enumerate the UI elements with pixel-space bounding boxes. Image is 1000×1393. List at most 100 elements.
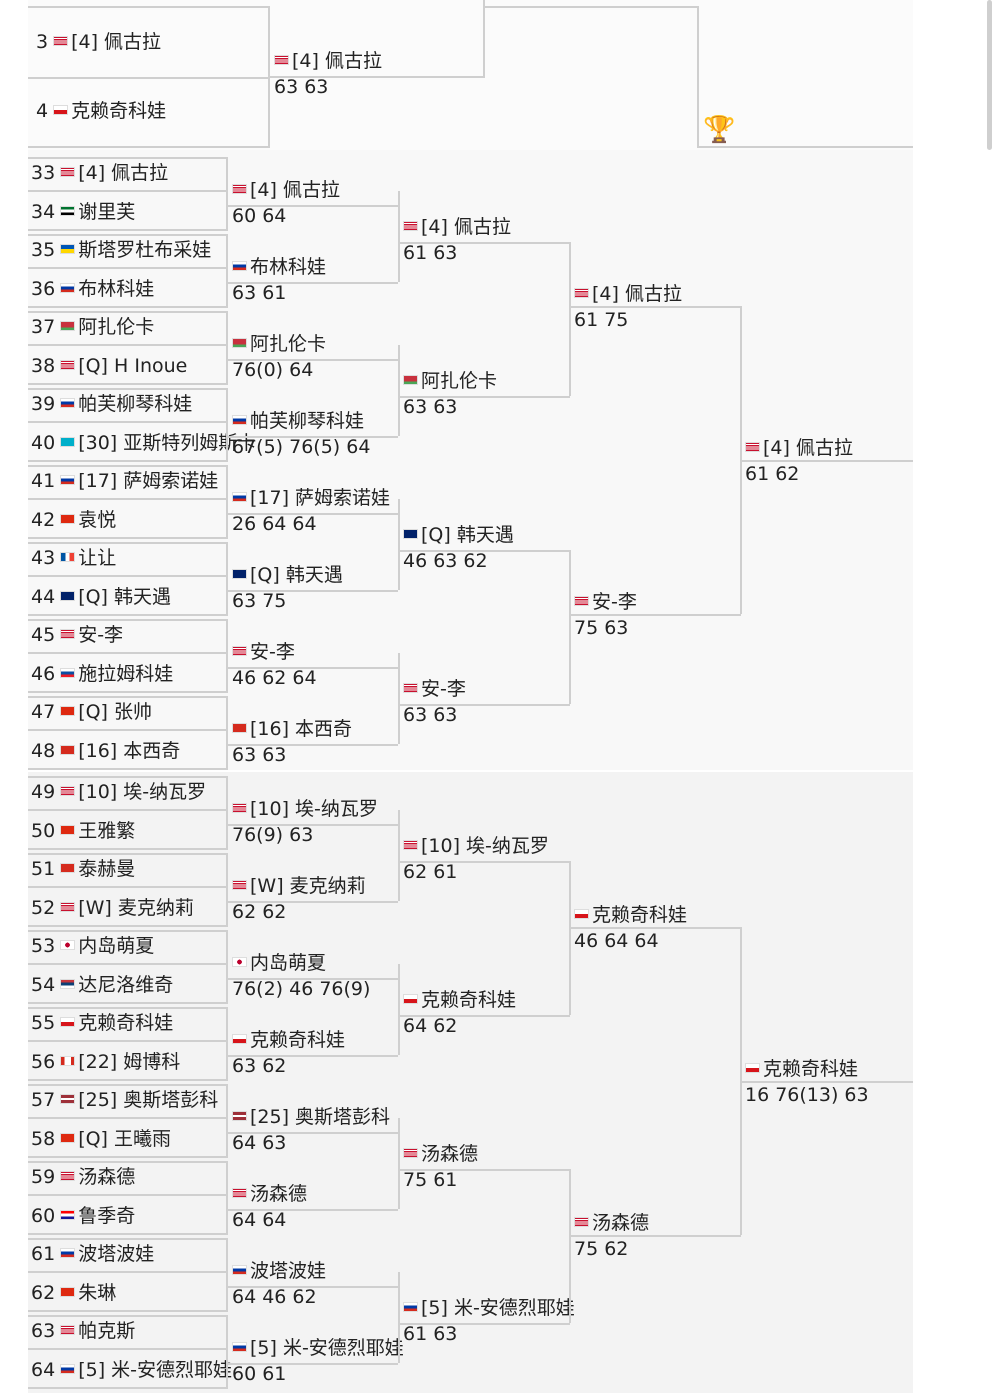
- bracket-connector: [28, 809, 226, 811]
- player-name: 克赖奇科娃: [71, 100, 167, 122]
- winner-slot[interactable]: [25] 奥斯塔彭科: [232, 1105, 390, 1129]
- bracket-connector: [400, 550, 570, 552]
- winner-slot[interactable]: [10] 埃-纳瓦罗: [403, 834, 549, 858]
- winner-slot[interactable]: 克赖奇科娃: [232, 1028, 345, 1052]
- winner-slot[interactable]: 阿扎伦卡: [403, 369, 497, 393]
- winner-slot[interactable]: [4] 佩古拉: [274, 49, 382, 73]
- entrant-slot[interactable]: 52[W] 麦克纳莉: [31, 896, 194, 920]
- scrollbar-thumb[interactable]: [987, 0, 992, 150]
- bracket-connector: [228, 744, 398, 746]
- flag-icon-us: [403, 1148, 418, 1158]
- entrant-slot[interactable]: 33[4] 佩古拉: [31, 161, 168, 185]
- entrant-slot[interactable]: 64[5] 米-安德烈耶娃: [31, 1358, 232, 1382]
- winner-slot[interactable]: 帕芙柳琴科娃: [232, 409, 364, 433]
- winner-slot[interactable]: [Q] 韩天遇: [403, 523, 514, 547]
- entrant-slot[interactable]: 3[4] 佩古拉: [36, 30, 161, 54]
- player-name: [4] 佩古拉: [78, 162, 169, 184]
- winner-slot[interactable]: 汤森德: [232, 1182, 307, 1206]
- player-name: [5] 米-安德烈耶娃: [421, 1297, 575, 1319]
- bracket-connector: [270, 76, 485, 78]
- bracket-connector: [228, 667, 398, 669]
- match-score: 63 63: [232, 744, 287, 766]
- winner-slot[interactable]: 内岛萌夏: [232, 951, 326, 975]
- winner-slot[interactable]: [4] 佩古拉: [403, 215, 511, 239]
- flag-icon-ru: [60, 398, 76, 408]
- bracket-connector: [226, 1161, 228, 1235]
- winner-slot[interactable]: 安-李: [232, 640, 295, 664]
- winner-slot[interactable]: [5] 米-安德烈耶娃: [232, 1336, 404, 1360]
- flag-icon-sk: [60, 668, 76, 678]
- flag-icon-ch: [60, 863, 76, 873]
- flag-icon-us: [232, 880, 247, 890]
- bracket-connector: [228, 590, 398, 592]
- entrant-slot[interactable]: 56[22] 姆博科: [31, 1050, 180, 1074]
- flag-icon-us: [232, 803, 247, 813]
- entrant-slot[interactable]: 44[Q] 韩天遇: [31, 585, 171, 609]
- winner-slot[interactable]: [16] 本西奇: [232, 717, 352, 741]
- player-name: [17] 萨姆索诺娃: [78, 470, 219, 492]
- winner-slot[interactable]: 克赖奇科娃: [574, 903, 687, 927]
- winner-slot[interactable]: 波塔波娃: [232, 1259, 326, 1283]
- entrant-slot[interactable]: 41[17] 萨姆索诺娃: [31, 469, 218, 493]
- winner-slot[interactable]: 汤森德: [574, 1211, 649, 1235]
- entrant-slot[interactable]: 58[Q] 王曦雨: [31, 1127, 171, 1151]
- bracket-connector: [400, 861, 570, 863]
- bracket-connector: [697, 146, 913, 148]
- match-score: 64 64: [232, 1209, 287, 1231]
- winner-slot[interactable]: 安-李: [403, 677, 466, 701]
- winner-slot[interactable]: [W] 麦克纳莉: [232, 874, 366, 898]
- bracket-connector: [28, 1194, 226, 1196]
- winner-slot[interactable]: [4] 佩古拉: [232, 178, 340, 202]
- bracket-connector: [28, 388, 226, 390]
- flag-icon-hr: [60, 1210, 76, 1220]
- winner-slot[interactable]: 阿扎伦卡: [232, 332, 326, 356]
- winner-slot[interactable]: 汤森德: [403, 1142, 478, 1166]
- bracket-connector: [28, 306, 226, 308]
- bracket-connector: [398, 1118, 400, 1209]
- winner-slot[interactable]: 克赖奇科娃: [745, 1057, 858, 1081]
- winner-slot[interactable]: [4] 佩古拉: [745, 436, 853, 460]
- player-name: 内岛萌夏: [78, 935, 155, 957]
- entrant-slot[interactable]: 48[16] 本西奇: [31, 739, 180, 763]
- winner-slot[interactable]: 布林科娃: [232, 255, 326, 279]
- winner-slot[interactable]: [5] 米-安德烈耶娃: [403, 1296, 575, 1320]
- bracket-connector: [228, 513, 398, 515]
- entrant-slot[interactable]: 57[25] 奥斯塔彭科: [31, 1088, 218, 1112]
- winner-slot[interactable]: [4] 佩古拉: [574, 282, 682, 306]
- flag-icon-ru: [232, 415, 247, 425]
- winner-slot[interactable]: [17] 萨姆索诺娃: [232, 486, 390, 510]
- entrant-slot[interactable]: 38[Q] H Inoue: [31, 354, 187, 378]
- player-name: [5] 米-安德烈耶娃: [78, 1359, 232, 1381]
- winner-slot[interactable]: [10] 埃-纳瓦罗: [232, 797, 378, 821]
- draw-number: 42: [31, 509, 56, 531]
- winner-slot[interactable]: 安-李: [574, 590, 637, 614]
- entrant-slot[interactable]: 49[10] 埃-纳瓦罗: [31, 780, 206, 804]
- entrant-slot[interactable]: 47[Q] 张帅: [31, 700, 152, 724]
- entrant-slot[interactable]: 40[30] 亚斯特列姆斯卡: [31, 431, 256, 455]
- bracket-connector: [28, 77, 270, 79]
- bracket-connector: [226, 930, 228, 1004]
- winner-slot[interactable]: 克赖奇科娃: [403, 988, 516, 1012]
- player-name: 布林科娃: [78, 278, 155, 300]
- winner-slot[interactable]: [Q] 韩天遇: [232, 563, 343, 587]
